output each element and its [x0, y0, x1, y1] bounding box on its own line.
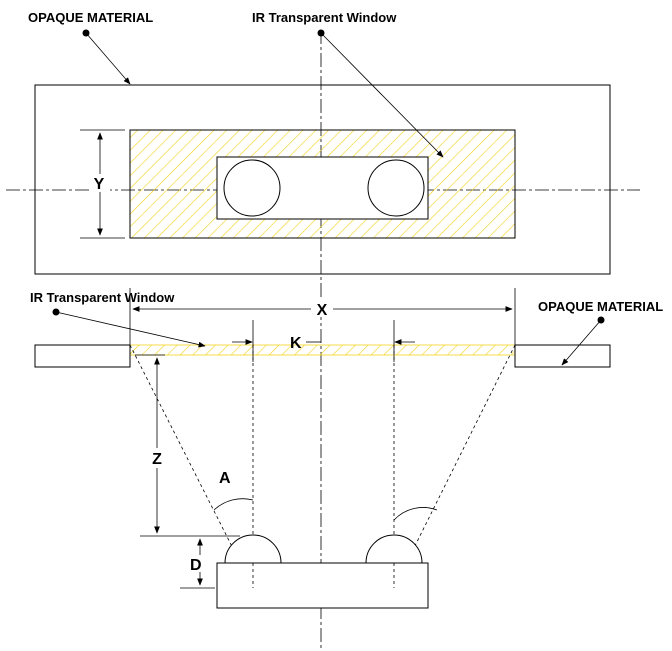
opaque-material-left: [34, 344, 131, 368]
side-view: X K IR Transparent Window OPAQUE MATERIA…: [30, 288, 663, 609]
k-dimension-label: K: [290, 335, 302, 352]
opaque-material-right: [514, 344, 611, 368]
angle-a-arc-left: [213, 498, 254, 511]
y-dimension-label: Y: [94, 176, 105, 193]
angle-a-label: A: [219, 470, 231, 487]
opaque-material-plate-top: [34, 84, 611, 275]
z-dimension-label: Z: [152, 451, 162, 468]
opaque-material-label-side: OPAQUE MATERIAL: [538, 299, 663, 314]
right-lens-side: [365, 534, 423, 564]
angle-a-arc-right: [393, 507, 438, 521]
d-dimension-label: D: [190, 557, 202, 574]
component-body-side: [216, 562, 429, 609]
component-body-top: [216, 156, 429, 220]
top-view: Y OPAQUE MATERIAL IR Transparent Window: [6, 10, 640, 648]
ir-window-label-side: IR Transparent Window: [30, 290, 175, 305]
left-lens-side: [224, 534, 282, 564]
right-lens-top: [367, 159, 425, 217]
ir-window-side: [129, 344, 516, 356]
opaque-material-label-top: OPAQUE MATERIAL: [28, 10, 153, 25]
left-lens-top: [223, 159, 281, 217]
x-dimension-label: X: [317, 302, 328, 319]
ir-window-label-top: IR Transparent Window: [252, 10, 397, 25]
